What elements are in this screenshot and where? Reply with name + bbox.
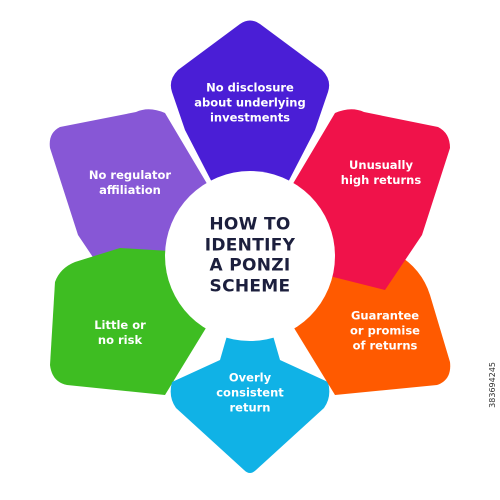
center-title: HOW TO IDENTIFY A PONZI SCHEME xyxy=(204,214,296,297)
center-circle xyxy=(165,171,335,341)
petal-no-disclosure xyxy=(170,20,330,256)
petal-consistent-return xyxy=(170,256,330,473)
stock-image-id: 383694245 xyxy=(488,362,497,408)
